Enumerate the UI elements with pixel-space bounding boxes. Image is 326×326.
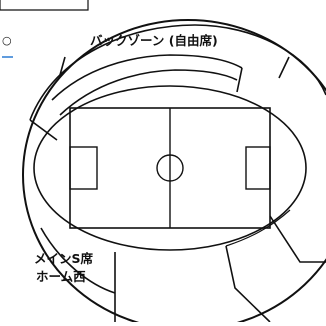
corner-circle-mark: ○: [2, 34, 12, 47]
right-penalty-box: [245, 146, 271, 190]
lower-right-arc: [225, 209, 291, 247]
field-oval: [33, 85, 307, 251]
center-circle: [156, 154, 184, 182]
separator-top-right: [278, 56, 290, 79]
stadium-outer-ring: [22, 19, 326, 326]
main-stand-label-line1: メインS席: [34, 251, 94, 266]
upper-seating-arc: [29, 24, 326, 121]
separator-right: [269, 215, 326, 263]
back-zone-band-inner: [59, 69, 238, 116]
back-zone-label: バックゾーン (自由席): [90, 33, 218, 48]
left-penalty-box: [69, 146, 98, 190]
back-zone-band-outer: [51, 54, 243, 101]
main-stand-label-line2: ホーム西: [36, 269, 86, 284]
lower-arc-left: [40, 227, 116, 294]
top-left-box: [0, 0, 89, 11]
separator-left: [29, 119, 58, 141]
separator-bottom-right: [225, 245, 271, 323]
back-zone-band-end: [236, 67, 243, 93]
separator-top-left: [59, 56, 66, 76]
